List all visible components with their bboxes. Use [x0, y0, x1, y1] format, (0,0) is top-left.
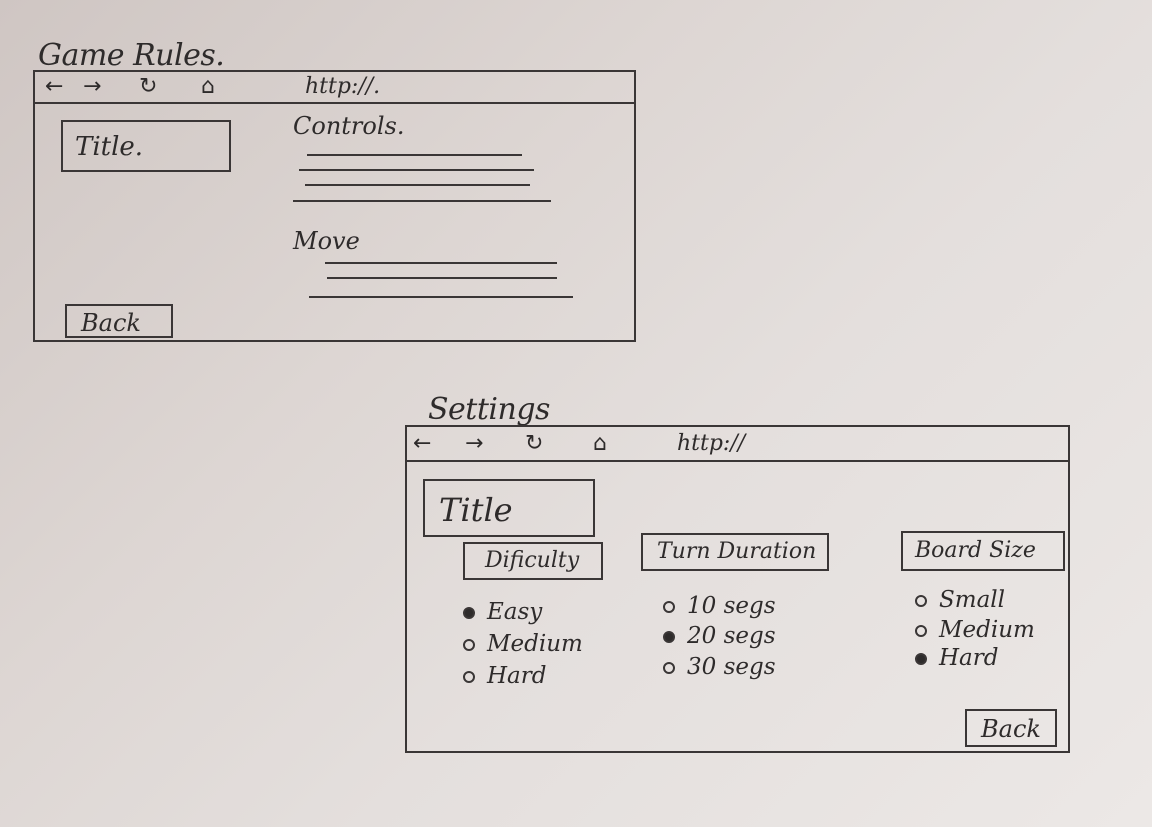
radio-empty-icon	[463, 671, 475, 683]
settings-browser-window: ← → ↻ ⌂ http:// Title Dificulty Easy Med…	[405, 425, 1070, 753]
radio-empty-icon	[915, 595, 927, 607]
text-line	[299, 169, 534, 171]
radio-empty-icon	[663, 601, 675, 613]
difficulty-option-medium[interactable]: Medium	[463, 631, 583, 657]
text-line	[307, 154, 522, 156]
rules-browser-window: ← → ↻ ⌂ http://. Title. Controls. Move B…	[33, 70, 636, 342]
forward-arrow-icon[interactable]: →	[465, 431, 484, 456]
back-arrow-icon[interactable]: ←	[413, 431, 432, 456]
board-size-group-label: Board Size	[901, 531, 1065, 571]
option-label: 30 segs	[687, 654, 776, 680]
option-label: Hard	[939, 645, 999, 671]
home-icon[interactable]: ⌂	[593, 431, 607, 456]
rules-back-label: Back	[81, 309, 141, 337]
turn-duration-label-text: Turn Duration	[657, 539, 817, 564]
address-bar[interactable]: http://.	[305, 74, 381, 99]
text-line	[305, 184, 530, 186]
rules-title-box: Title.	[61, 120, 231, 172]
radio-selected-icon	[463, 607, 475, 619]
address-bar[interactable]: http://	[677, 431, 746, 456]
rules-title-text: Title.	[75, 132, 144, 162]
turn-duration-option-30[interactable]: 30 segs	[663, 654, 776, 680]
option-label: Easy	[487, 599, 543, 625]
turn-duration-option-20[interactable]: 20 segs	[663, 623, 776, 649]
rules-browser-toolbar: ← → ↻ ⌂ http://.	[35, 72, 634, 104]
option-label: Hard	[487, 663, 547, 689]
text-line	[293, 200, 551, 202]
settings-browser-toolbar: ← → ↻ ⌂ http://	[407, 427, 1068, 462]
reload-icon[interactable]: ↻	[139, 74, 158, 99]
turn-duration-option-10[interactable]: 10 segs	[663, 593, 776, 619]
text-line	[309, 296, 573, 298]
text-line	[327, 277, 557, 279]
option-label: Medium	[487, 631, 583, 657]
option-label: 10 segs	[687, 593, 776, 619]
settings-title-text: Title	[439, 491, 513, 529]
settings-back-label: Back	[981, 715, 1041, 743]
reload-icon[interactable]: ↻	[525, 431, 544, 456]
text-line	[325, 262, 557, 264]
difficulty-label-text: Dificulty	[485, 548, 580, 573]
option-label: 20 segs	[687, 623, 776, 649]
rules-back-button[interactable]: Back	[65, 304, 173, 338]
option-label: Medium	[939, 617, 1035, 643]
settings-back-button[interactable]: Back	[965, 709, 1057, 747]
radio-selected-icon	[663, 631, 675, 643]
board-size-option-small[interactable]: Small	[915, 587, 1005, 613]
board-size-label-text: Board Size	[915, 538, 1036, 563]
controls-label: Controls.	[293, 112, 405, 140]
radio-empty-icon	[663, 662, 675, 674]
settings-sketch-heading: Settings	[428, 392, 550, 427]
turn-duration-group-label: Turn Duration	[641, 533, 829, 571]
option-label: Small	[939, 587, 1005, 613]
difficulty-option-easy[interactable]: Easy	[463, 599, 542, 625]
radio-selected-icon	[915, 653, 927, 665]
board-size-option-hard[interactable]: Hard	[915, 645, 999, 671]
settings-title-box: Title	[423, 479, 595, 537]
forward-arrow-icon[interactable]: →	[83, 74, 102, 99]
radio-empty-icon	[463, 639, 475, 651]
difficulty-option-hard[interactable]: Hard	[463, 663, 547, 689]
difficulty-group-label: Dificulty	[463, 542, 603, 580]
board-size-option-medium[interactable]: Medium	[915, 617, 1035, 643]
radio-empty-icon	[915, 625, 927, 637]
move-label: Move	[293, 227, 360, 255]
back-arrow-icon[interactable]: ←	[45, 74, 64, 99]
home-icon[interactable]: ⌂	[201, 74, 215, 99]
rules-sketch-heading: Game Rules.	[38, 38, 225, 73]
